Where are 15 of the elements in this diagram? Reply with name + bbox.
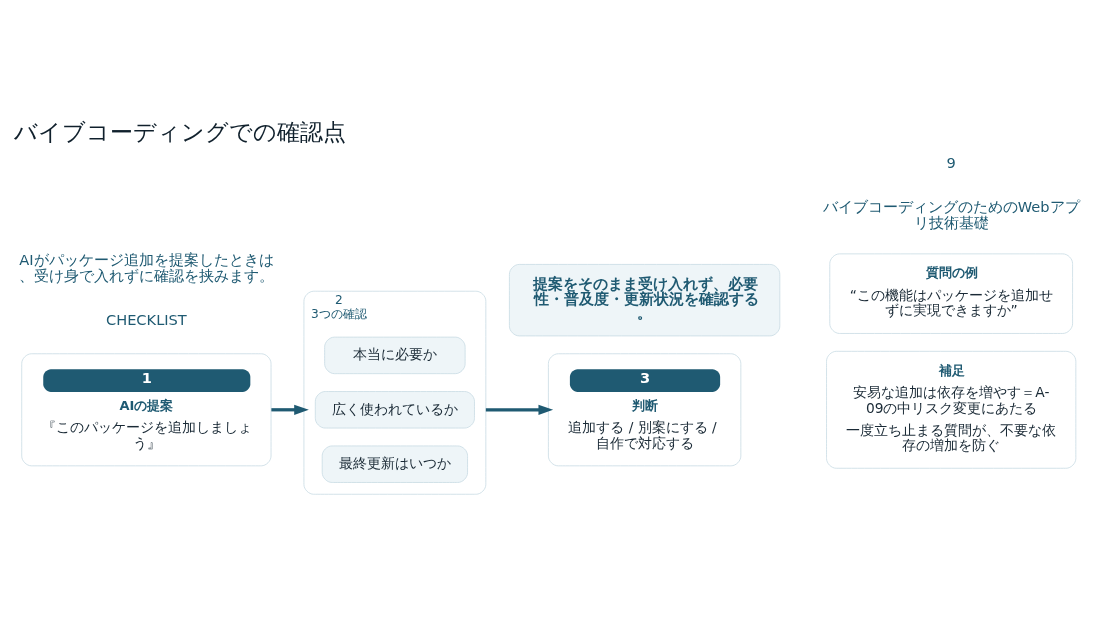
node-box: 1 AIの提案 『このパッケージを追加しましょう』 — [21, 353, 272, 467]
node-box: 補足 安易な追加は依存を増やす＝A-09の中リスク変更にあたる 一度立ち止まる質問が、不要な依存の増加を防ぐ — [826, 350, 1077, 469]
node-box: 本当に必要か — [324, 336, 466, 375]
label: 9 — [946, 154, 956, 172]
arrow — [485, 404, 554, 415]
node-box: 質問の例 “この機能はパッケージを追加せずに実現できますか” — [829, 253, 1073, 334]
label: CHECKLIST — [105, 310, 187, 328]
label: AIがパッケージ追加を提案したときは、受け身で入れずに確認を挟みます。 — [18, 250, 274, 284]
arrow — [271, 404, 309, 415]
node-box: 提案をそのまま受け入れず、必要性・普及度・更新状況を確認する。 — [509, 264, 781, 337]
diagram-title: バイブコーディングでの確認点 — [14, 118, 347, 145]
node-box: 3 判断 追加する / 別案にする / 自作で対応する — [547, 353, 742, 467]
label: バイブコーディングのためのWebアプリ技術基礎 — [822, 197, 1080, 232]
node-box: 最終更新はいつか — [321, 445, 468, 483]
node-box: 広く使われているか — [314, 391, 475, 429]
